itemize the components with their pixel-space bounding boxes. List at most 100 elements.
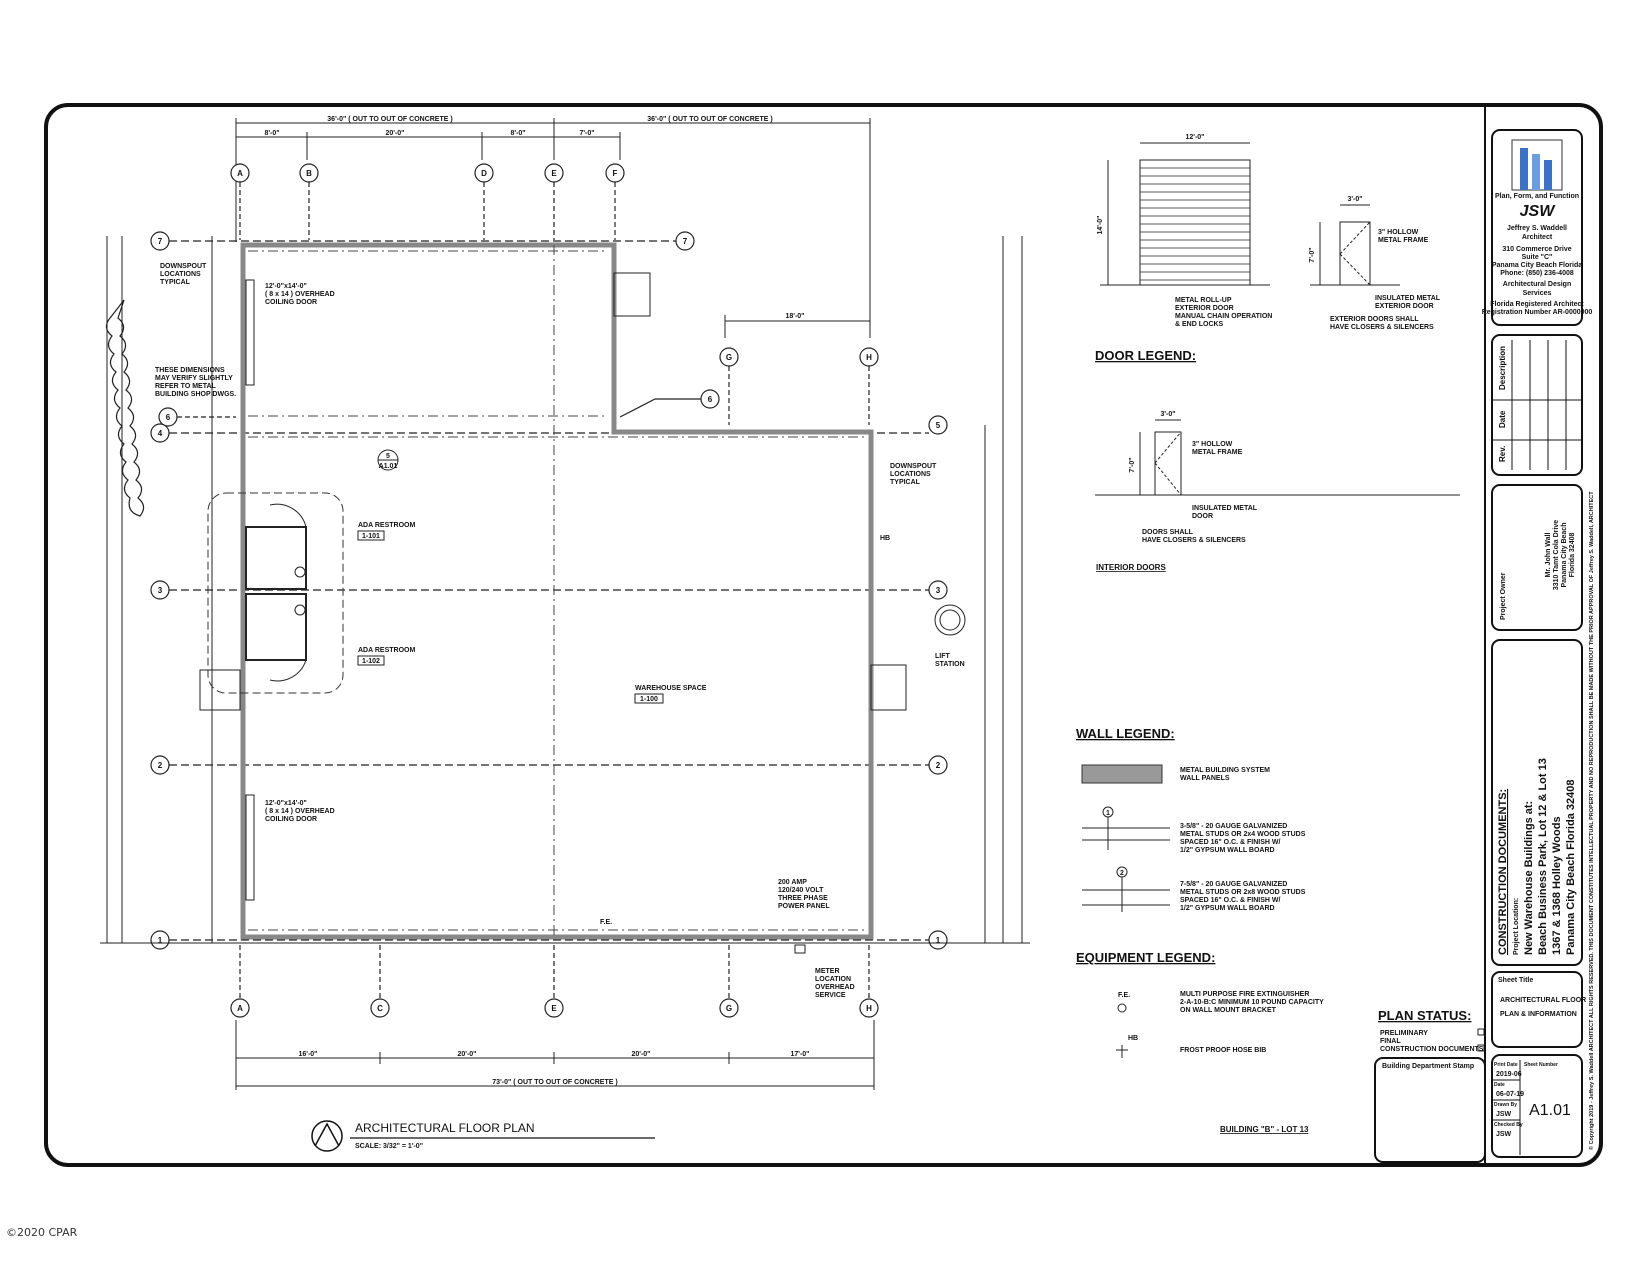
note-warehouse-tag: 1-100: [640, 696, 658, 703]
grid-bottom: [230, 945, 879, 1018]
legend-insulated-2: DOOR: [1192, 513, 1213, 520]
legend-hollow-1: 3" HOLLOW: [1192, 441, 1233, 448]
svg-text:1367 & 1368 Holley Woods: 1367 & 1368 Holley Woods: [1551, 816, 1563, 955]
wall-item-3-line1: 7-5/8" - 20 GAUGE GALVANIZED: [1180, 881, 1287, 888]
grid-top-f: F: [613, 169, 618, 178]
exterior-door-3: [870, 664, 907, 711]
grid-rows: [150, 231, 948, 950]
note-downspout-left-3: TYPICAL: [160, 279, 191, 286]
rollup-width: 12'-0": [1186, 134, 1205, 141]
note-downspout-right-2: LOCATIONS: [890, 471, 931, 478]
grid-bottom-e: E: [551, 1004, 557, 1013]
project-location-label: Project Location:: [1513, 898, 1520, 955]
plan-status-title: PLAN STATUS:: [1378, 1008, 1471, 1023]
grid-top-b: B: [306, 169, 312, 178]
wall-legend-lines: [1082, 806, 1170, 912]
building-label: BUILDING "B" - LOT 13: [1220, 1125, 1309, 1134]
grid-row-6: 6: [166, 413, 171, 422]
wall-item-2-line2: METAL STUDS OR 2x4 WOOD STUDS: [1180, 831, 1306, 838]
note-meter-1: METER: [815, 968, 840, 975]
grid-top: [230, 163, 625, 240]
svg-text:Mr. John Wall: Mr. John Wall: [1545, 533, 1552, 578]
dim-mid: 18'-0": [786, 313, 805, 320]
rev-date-header: Date: [1498, 410, 1507, 428]
equip-1-tag: F.E.: [1118, 992, 1130, 999]
svg-text:Jeffrey S. Waddell: Jeffrey S. Waddell: [1507, 225, 1567, 232]
project-info: CONSTRUCTION DOCUMENTS: Project Location…: [1497, 758, 1577, 955]
svg-text:Services: Services: [1523, 290, 1552, 297]
interior-dashed-lines: [248, 245, 866, 937]
grid-top-e: E: [551, 169, 557, 178]
copyright-notice: © Copyright 2019 - Jeffrey S. Waddell AR…: [1588, 491, 1595, 1150]
revision-table: [1492, 340, 1582, 470]
overhead-door-top: [245, 279, 255, 386]
note-downspout-left-1: DOWNSPOUT: [160, 263, 207, 270]
note-dimension-1: THESE DIMENSIONS: [155, 367, 225, 374]
equip-2-tag: HB: [1128, 1035, 1138, 1042]
rollup-height: 14'-0": [1097, 216, 1104, 235]
firm-logo-text: JSW: [1520, 203, 1557, 220]
closers-note-1: EXTERIOR DOORS SHALL: [1330, 316, 1419, 323]
door-height: 7'-0": [1309, 247, 1316, 262]
door-width: 3'-0": [1347, 196, 1362, 203]
grid-bottom-g: G: [726, 1004, 732, 1013]
restroom-1: [245, 526, 307, 590]
project-heading: CONSTRUCTION DOCUMENTS:: [1497, 789, 1509, 955]
building-dept-stamp-box: [1374, 1057, 1486, 1163]
hollow-frame-1: 3" HOLLOW: [1378, 229, 1419, 236]
sheet-number-label: Sheet Number: [1524, 1062, 1558, 1068]
sheet-title-2: PLAN & INFORMATION: [1500, 1011, 1577, 1018]
note-meter-4: SERVICE: [815, 992, 846, 999]
svg-text:Panama City Beach Florida 3240: Panama City Beach Florida 32408: [1565, 780, 1577, 955]
note-dimension-2: MAY VERIFY SLIGHTLY: [155, 375, 233, 382]
grid-row-3-right: 3: [936, 586, 941, 595]
rollup-note-1: METAL ROLL-UP: [1175, 297, 1232, 304]
grid-row-1: 1: [158, 936, 163, 945]
grid-row-1-right: 1: [936, 936, 941, 945]
section-tag: 5: [386, 453, 390, 460]
bottom-dimensions: [235, 1020, 875, 1090]
rollup-note-3: MANUAL CHAIN OPERATION: [1175, 313, 1272, 320]
note-panel-1: 200 AMP: [778, 879, 807, 886]
dim-seg-1: 8'-0": [264, 130, 279, 137]
svg-text:Beach Business Park, Lot 12 &: Beach Business Park, Lot 12 & Lot 13: [1537, 758, 1549, 955]
note-panel-2: 120/240 VOLT: [778, 887, 824, 894]
grid-row-6-right: 6: [708, 395, 713, 404]
status-checkbox-preliminary: [1477, 1028, 1485, 1036]
grid-top-a: A: [237, 169, 243, 178]
note-ada-2-tag: 1-102: [362, 658, 380, 665]
note-ada-1: ADA RESTROOM: [358, 522, 415, 529]
note-downspout-left-2: LOCATIONS: [160, 271, 201, 278]
svg-text:Date: Date: [1494, 1082, 1505, 1088]
grid-row-4: 4: [158, 429, 163, 438]
note-meter-3: OVERHEAD: [815, 984, 855, 991]
svg-text:Panama City Beach: Panama City Beach: [1561, 523, 1568, 588]
note-downspout-right-1: DOWNSPOUT: [890, 463, 937, 470]
note-door-bottom-2: ( 8 x 14 ) OVERHEAD: [265, 808, 335, 815]
wall-item-2-line4: 1/2" GYPSUM WALL BOARD: [1180, 847, 1275, 854]
grid-mid-g: G: [726, 353, 732, 362]
lift-station-icon: [934, 604, 966, 636]
drawing-title: ARCHITECTURAL FLOOR PLAN: [355, 1121, 535, 1135]
note-lift-1: LIFT: [935, 653, 950, 660]
building-exterior-wall: [240, 242, 874, 940]
svg-text:Florida Registered Architect: Florida Registered Architect: [1490, 301, 1584, 308]
legend-insulated-1: INSULATED METAL: [1192, 505, 1258, 512]
section-sheet: A1.01: [379, 463, 398, 470]
drawing-scale: SCALE: 3/32" = 1'-0": [355, 1143, 423, 1150]
plan-status-construction: CONSTRUCTION DOCUMENTS: [1380, 1046, 1484, 1053]
equip-1-line3: ON WALL MOUNT BRACKET: [1180, 1007, 1277, 1014]
hose-bib-icon: [1116, 1045, 1128, 1058]
sheet-border: [44, 103, 1603, 1167]
svg-text:New Warehouse Buildings at:: New Warehouse Buildings at:: [1523, 801, 1535, 955]
svg-text:Florida 32408: Florida 32408: [1569, 533, 1576, 578]
plan-status-final: FINAL: [1380, 1038, 1401, 1045]
note-panel-4: POWER PANEL: [778, 903, 830, 910]
sheet-number: A1.01: [1529, 1102, 1571, 1119]
grid-mid-h: H: [866, 353, 872, 362]
fire-extinguisher-icon: [1117, 1003, 1127, 1013]
rollup-note-2: EXTERIOR DOOR: [1175, 305, 1234, 312]
note-door-top-1: 12'-0"x14'-0": [265, 283, 307, 290]
interior-door-width: 3'-0": [1160, 411, 1175, 418]
